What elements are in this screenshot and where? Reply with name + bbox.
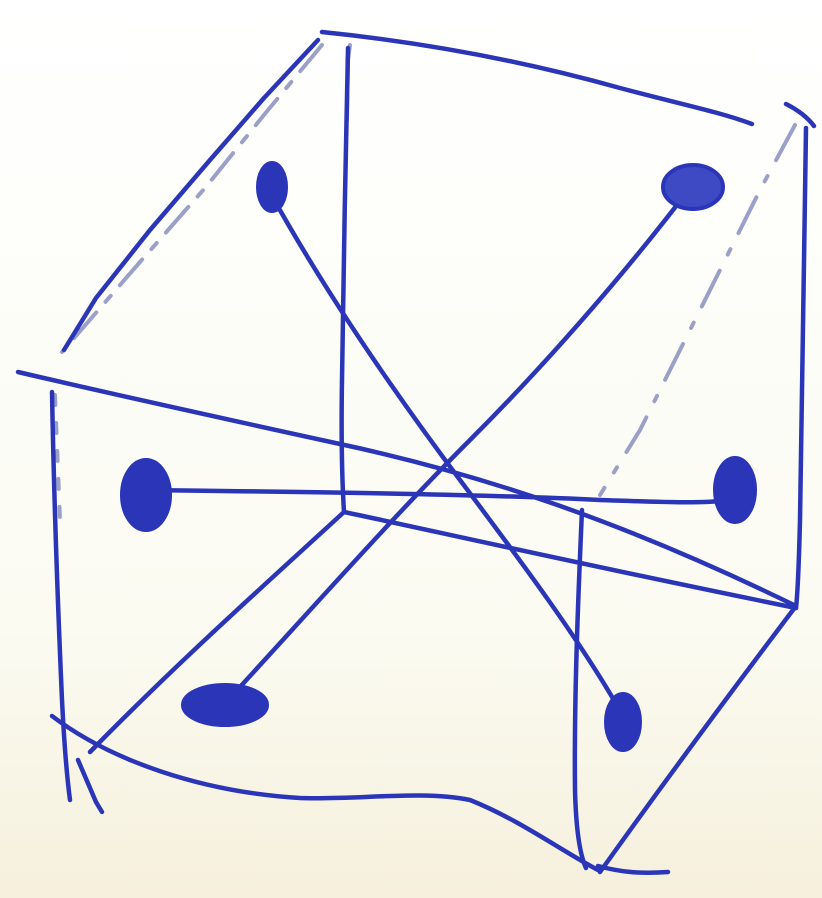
connector-upper-right-to-lower-left xyxy=(228,188,690,700)
dot-middle-left xyxy=(122,460,170,530)
dot-middle-right xyxy=(715,458,755,522)
dot-upper-left xyxy=(258,163,286,211)
dot-upper-right xyxy=(663,165,723,209)
edge-bottom-left-tick xyxy=(78,760,102,812)
edge-top-back xyxy=(322,32,752,124)
edge-right-vertical xyxy=(796,128,806,608)
edge-bottom-front xyxy=(52,716,598,870)
dot-lower-right xyxy=(606,694,640,750)
edge-top-right-corner xyxy=(786,104,814,126)
cube-edges xyxy=(18,32,814,873)
face-dots xyxy=(122,163,755,750)
connector-left-to-right xyxy=(150,490,730,502)
dot-connectors xyxy=(150,188,730,714)
connector-upper-left-to-lower-right xyxy=(272,196,622,714)
dot-lower-left xyxy=(183,685,267,725)
edge-inner-bottom-right xyxy=(344,512,796,608)
edge-bottom-right-tail xyxy=(598,866,668,873)
edge-left-vertical xyxy=(52,392,70,800)
hidden-edges xyxy=(55,45,795,520)
